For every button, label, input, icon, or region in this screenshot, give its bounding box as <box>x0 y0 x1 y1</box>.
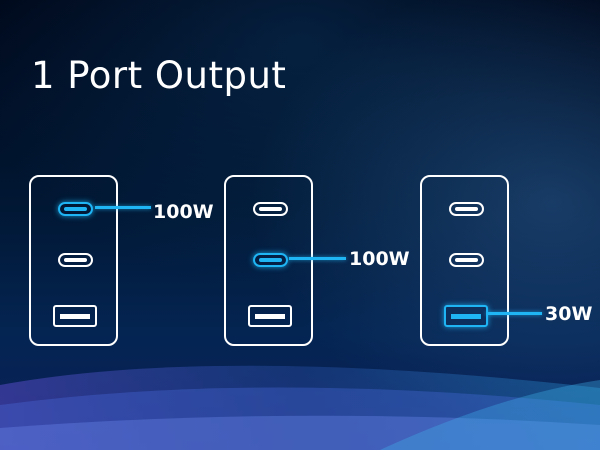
wattage-label-3: 30W <box>545 303 593 325</box>
charger-config-2 <box>224 175 313 346</box>
usb-a-port <box>53 305 97 327</box>
charger-config-3 <box>420 175 509 346</box>
usb-c-port-2 <box>449 253 484 267</box>
leader-line-2 <box>289 257 346 260</box>
usb-c-port-2-active <box>253 253 288 267</box>
usb-a-port-active <box>444 305 488 327</box>
usb-c-port-1 <box>449 202 484 216</box>
usb-a-port <box>248 305 292 327</box>
leader-line-1 <box>95 206 151 209</box>
page-title: 1 Port Output <box>31 54 287 97</box>
wattage-label-2: 100W <box>349 248 410 270</box>
usb-c-port-2 <box>58 253 93 267</box>
charger-config-1 <box>29 175 118 346</box>
wattage-label-1: 100W <box>153 201 214 223</box>
usb-c-port-1-active <box>58 202 93 216</box>
usb-c-port-1 <box>253 202 288 216</box>
leader-line-3 <box>486 312 542 315</box>
